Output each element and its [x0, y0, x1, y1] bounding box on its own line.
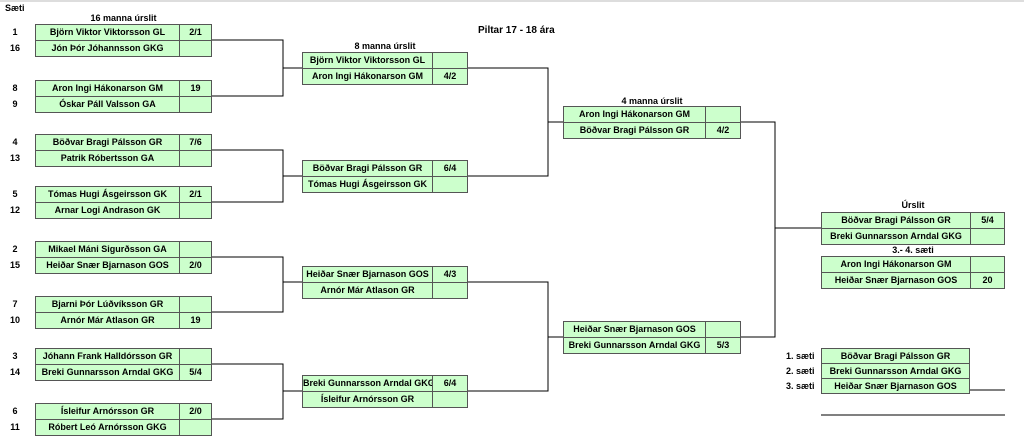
- round16-score: [179, 296, 212, 313]
- podium-place-label: 2. sæti: [786, 366, 815, 376]
- round16-score: 2/0: [179, 257, 212, 274]
- round8-score: 4/3: [432, 266, 468, 283]
- seed-number: 15: [9, 260, 20, 270]
- podium-player-name: Breki Gunnarsson Arndal GKG: [821, 363, 970, 379]
- seed-number: 2: [12, 244, 18, 254]
- round8-score: [432, 282, 468, 299]
- round16-score: 5/4: [179, 364, 212, 381]
- round8-score: [432, 391, 468, 408]
- round16-player-name[interactable]: Jón Þór Jóhannsson GKG: [35, 40, 180, 57]
- round16-player-name[interactable]: Breki Gunnarsson Arndal GKG: [35, 364, 180, 381]
- round8-player-name[interactable]: Tómas Hugi Ásgeirsson GK: [302, 176, 433, 193]
- bracket-title: Piltar 17 - 18 ára: [478, 25, 555, 36]
- final-label: Úrslit: [901, 200, 925, 210]
- round16-player-name[interactable]: Böðvar Bragi Pálsson GR: [35, 134, 180, 151]
- round4-score: 4/2: [705, 122, 741, 139]
- round8-player-name[interactable]: Heiðar Snær Bjarnason GOS: [302, 266, 433, 283]
- round8-player-name[interactable]: Ísleifur Arnórsson GR: [302, 391, 433, 408]
- seed-number: 16: [9, 43, 20, 53]
- third-place-player-name[interactable]: Aron Ingi Hákonarson GM: [821, 256, 971, 273]
- round8-score: 6/4: [432, 375, 468, 392]
- round4-player-name[interactable]: Böðvar Bragi Pálsson GR: [563, 122, 706, 139]
- final-score: [970, 228, 1005, 245]
- round8-score: 6/4: [432, 160, 468, 177]
- round16-score: 2/1: [179, 24, 212, 41]
- round16-player-name[interactable]: Patrik Róbertsson GA: [35, 150, 180, 167]
- third-place-score: 20: [970, 272, 1005, 289]
- round16-score: [179, 348, 212, 365]
- podium-place-label: 1. sæti: [786, 351, 815, 361]
- seed-number: 8: [12, 83, 18, 93]
- round8-label: 8 manna úrslit: [354, 41, 416, 51]
- final-player-name[interactable]: Böðvar Bragi Pálsson GR: [821, 212, 971, 229]
- third-place-player-name[interactable]: Heiðar Snær Bjarnason GOS: [821, 272, 971, 289]
- round16-score: [179, 96, 212, 113]
- seed-number: 11: [10, 422, 20, 432]
- round4-player-name[interactable]: Heiðar Snær Bjarnason GOS: [563, 321, 706, 338]
- round16-score: 2/0: [179, 403, 212, 420]
- final-score: 5/4: [970, 212, 1005, 229]
- round16-score: [179, 40, 212, 57]
- round8-player-name[interactable]: Böðvar Bragi Pálsson GR: [302, 160, 433, 177]
- round16-score: [179, 241, 212, 258]
- round16-player-name[interactable]: Ísleifur Arnórsson GR: [35, 403, 180, 420]
- seed-number: 6: [12, 406, 18, 416]
- podium-player-name: Heiðar Snær Bjarnason GOS: [821, 378, 970, 394]
- round16-score: 7/6: [179, 134, 212, 151]
- podium-place-label: 3. sæti: [786, 381, 815, 391]
- round16-score: 19: [179, 312, 212, 329]
- round4-player-name[interactable]: Breki Gunnarsson Arndal GKG: [563, 337, 706, 354]
- seed-number: 3: [12, 351, 18, 361]
- round8-player-name[interactable]: Arnór Már Atlason GR: [302, 282, 433, 299]
- round4-score: [705, 321, 741, 338]
- round16-player-name[interactable]: Björn Viktor Viktorsson GL: [35, 24, 180, 41]
- round8-score: 4/2: [432, 68, 468, 85]
- round4-player-name[interactable]: Aron Ingi Hákonarson GM: [563, 106, 706, 123]
- seed-number: 5: [12, 189, 18, 199]
- podium-player-name: Böðvar Bragi Pálsson GR: [821, 348, 970, 364]
- seed-number: 14: [9, 367, 20, 377]
- third-place-label: 3.- 4. sæti: [892, 245, 934, 255]
- seed-number: 1: [12, 27, 18, 37]
- round4-label: 4 manna úrslit: [621, 96, 683, 106]
- round16-player-name[interactable]: Jóhann Frank Halldórsson GR: [35, 348, 180, 365]
- seat-header: Sæti: [5, 3, 25, 13]
- round16-player-name[interactable]: Arnar Logi Andrason GK: [35, 202, 180, 219]
- round16-player-name[interactable]: Heiðar Snær Bjarnason GOS: [35, 257, 180, 274]
- seed-number: 13: [9, 153, 20, 163]
- round16-player-name[interactable]: Tómas Hugi Ásgeirsson GK: [35, 186, 180, 203]
- round8-player-name[interactable]: Björn Viktor Viktorsson GL: [302, 52, 433, 69]
- round16-player-name[interactable]: Óskar Páll Valsson GA: [35, 96, 180, 113]
- round16-player-name[interactable]: Bjarni Þór Lúðvíksson GR: [35, 296, 180, 313]
- round16-player-name[interactable]: Mikael Máni Sigurðsson GA: [35, 241, 180, 258]
- round8-player-name[interactable]: Breki Gunnarsson Arndal GKG: [302, 375, 433, 392]
- sheet-top-border: [0, 0, 1024, 2]
- round8-player-name[interactable]: Aron Ingi Hákonarson GM: [302, 68, 433, 85]
- round16-score: 2/1: [179, 186, 212, 203]
- seed-number: 9: [12, 99, 18, 109]
- round8-score: [432, 52, 468, 69]
- round16-player-name[interactable]: Aron Ingi Hákonarson GM: [35, 80, 180, 97]
- seed-number: 10: [9, 315, 20, 325]
- round4-score: 5/3: [705, 337, 741, 354]
- third-place-score: [970, 256, 1005, 273]
- round16-score: [179, 202, 212, 219]
- round4-score: [705, 106, 741, 123]
- round16-label: 16 manna úrslit: [90, 13, 157, 23]
- seed-number: 4: [12, 137, 18, 147]
- round16-player-name[interactable]: Arnór Már Atlason GR: [35, 312, 180, 329]
- round16-score: [179, 419, 212, 436]
- round16-player-name[interactable]: Róbert Leó Arnórsson GKG: [35, 419, 180, 436]
- round16-score: [179, 150, 212, 167]
- seed-number: 12: [9, 205, 20, 215]
- final-player-name[interactable]: Breki Gunnarsson Arndal GKG: [821, 228, 971, 245]
- seed-number: 7: [12, 299, 18, 309]
- round8-score: [432, 176, 468, 193]
- round16-score: 19: [179, 80, 212, 97]
